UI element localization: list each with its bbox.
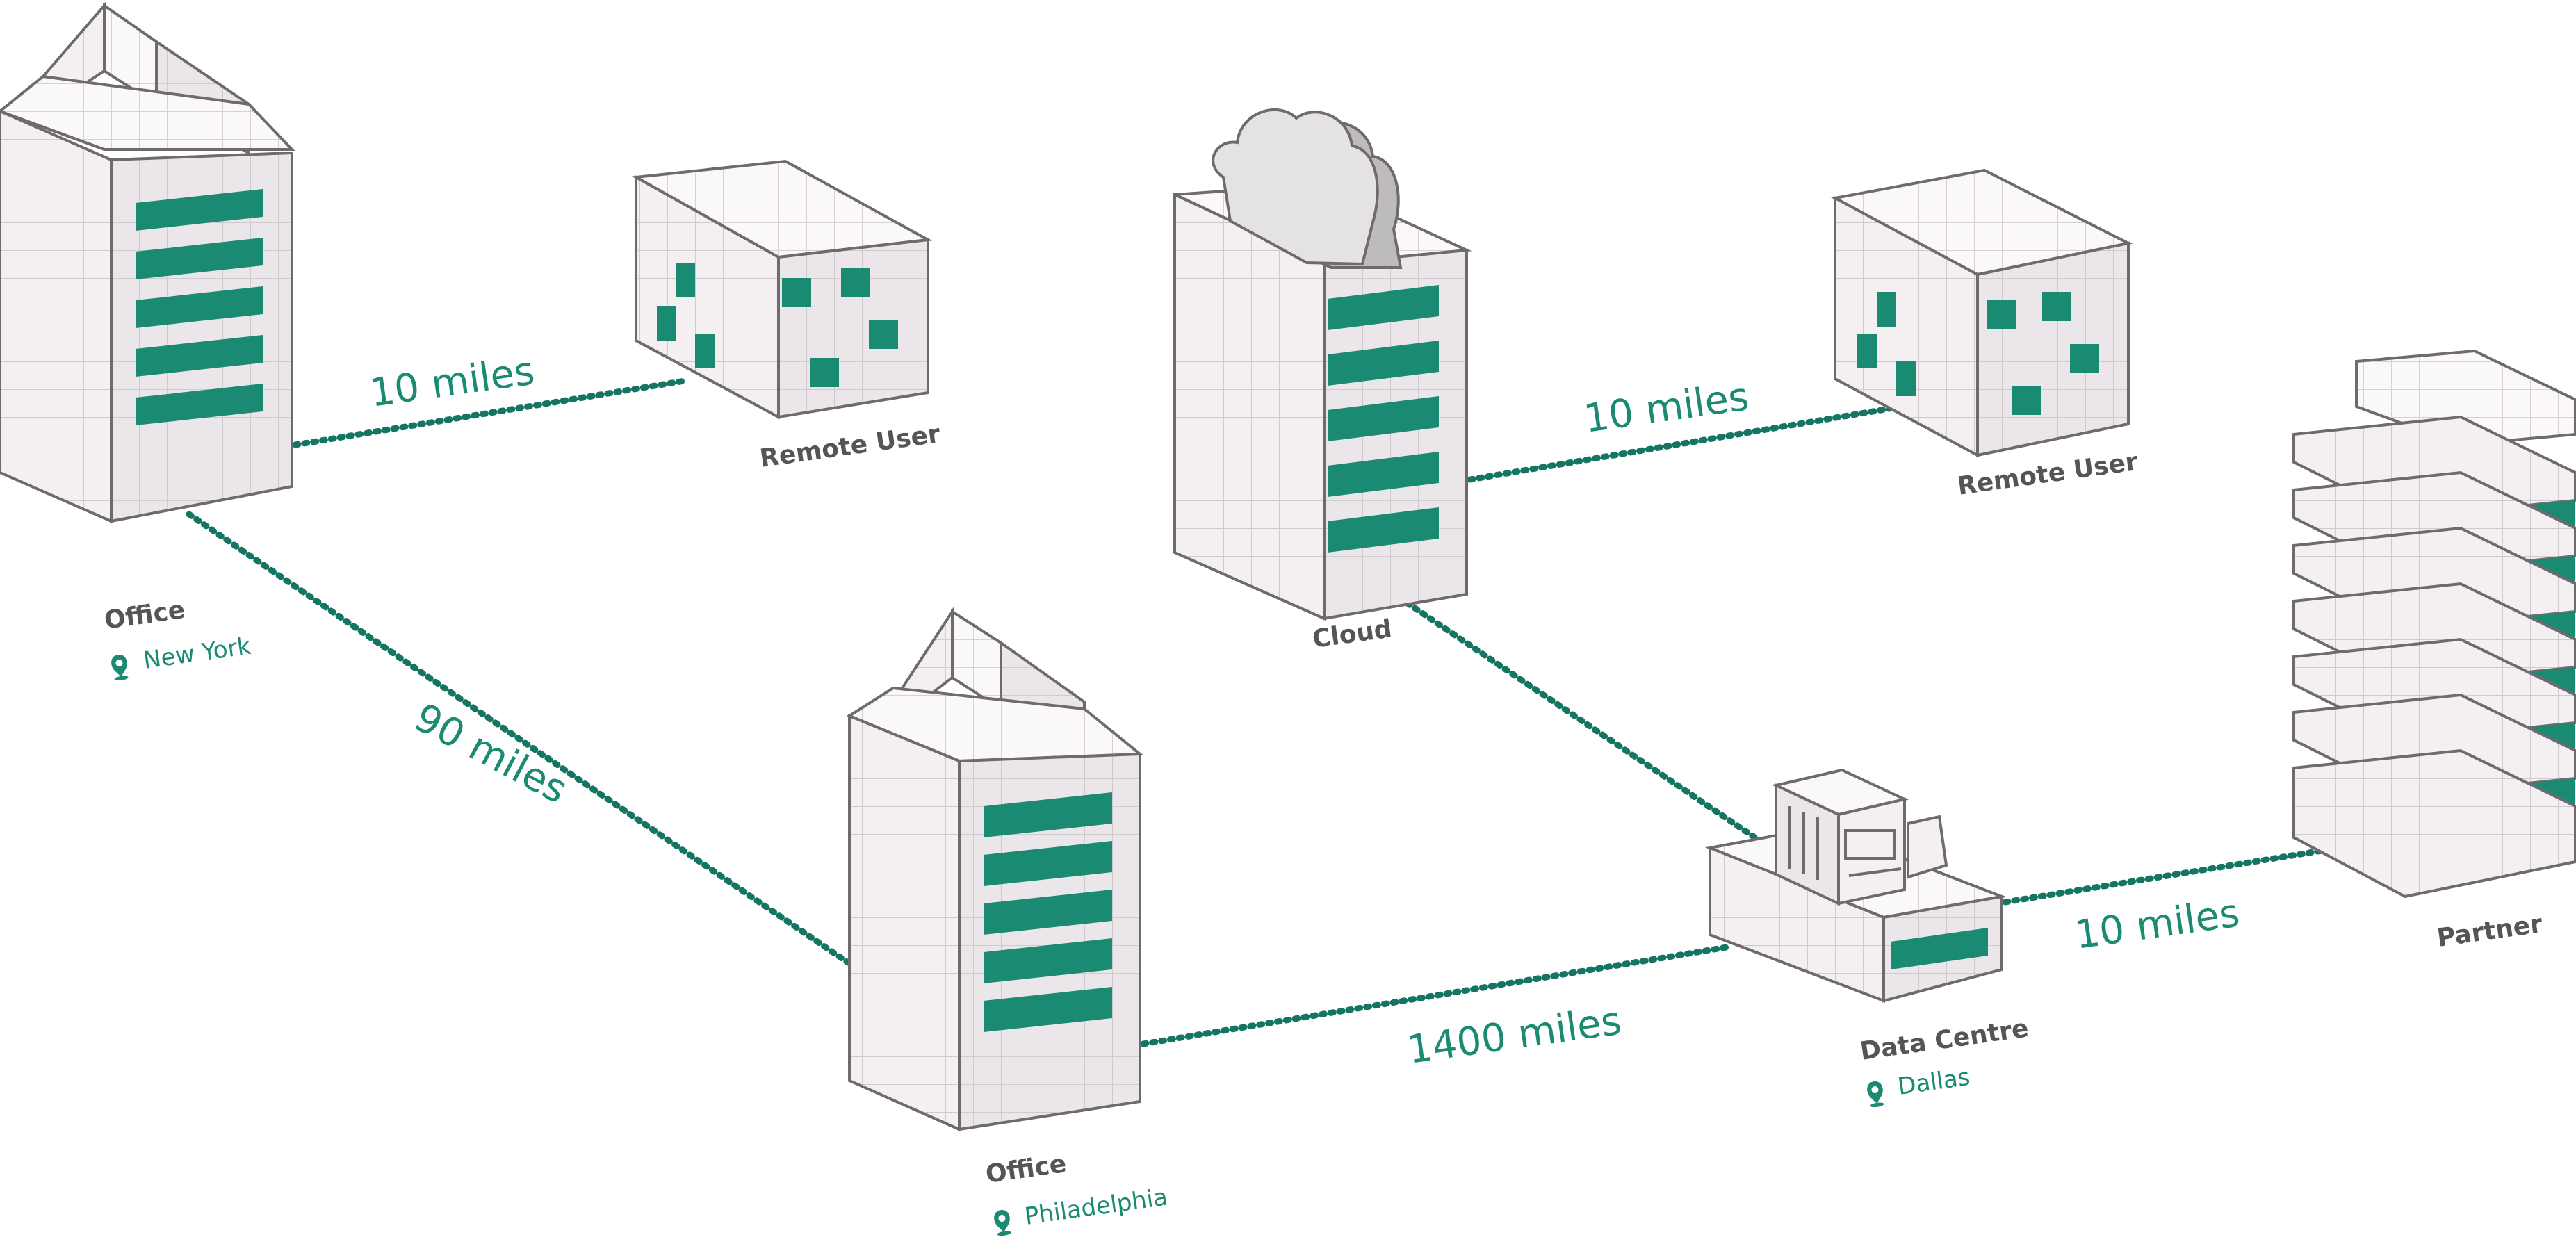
- office-ny-location: New York: [142, 632, 253, 675]
- distance-cloud-remote: 10 miles: [1581, 374, 1752, 442]
- building-windows: [1328, 285, 1439, 553]
- office-phl-title: Office: [984, 1149, 1068, 1189]
- office-philadelphia-building[interactable]: [846, 607, 1144, 1132]
- server-icon: [1771, 768, 1948, 906]
- line-cloud-dc: [1404, 600, 1766, 846]
- cloud-icon: [1212, 108, 1403, 269]
- distance-dc-partner: 10 miles: [2072, 890, 2242, 958]
- line-ny-phl: [186, 511, 851, 966]
- office-new-york-building[interactable]: [0, 1, 295, 524]
- map-pin-icon: [111, 655, 129, 681]
- partner-floor: [2292, 748, 2576, 899]
- remote-user-left-title: Remote User: [758, 420, 943, 473]
- remote-user-right-title: Remote User: [1956, 448, 2140, 501]
- map-pin-icon: [994, 1210, 1011, 1236]
- building-windows: [136, 189, 263, 425]
- data-centre-building[interactable]: [1704, 768, 2007, 1003]
- connection-lines: [186, 377, 2342, 1047]
- data-centre-location: Dallas: [1896, 1063, 1972, 1101]
- line-ny-remote: [292, 377, 688, 448]
- remote-user-left-cube[interactable]: [631, 159, 933, 420]
- map-pin-icon: [1867, 1081, 1884, 1108]
- cube-pixels: [1857, 292, 2099, 415]
- distance-phl-dc: 1400 miles: [1405, 998, 1624, 1072]
- cube-pixels: [657, 263, 898, 387]
- building-windows: [984, 792, 1112, 1032]
- distance-ny-phl: 90 miles: [407, 695, 574, 812]
- remote-user-right-cube[interactable]: [1831, 168, 2133, 458]
- cloud-building[interactable]: [1173, 108, 1472, 621]
- line-phl-dc: [1140, 943, 1734, 1047]
- line-dc-partner: [2002, 844, 2342, 906]
- line-cloud-remote: [1467, 405, 1893, 483]
- data-centre-title: Data Centre: [1859, 1014, 2030, 1066]
- office-ny-title: Office: [103, 596, 187, 635]
- partner-building[interactable]: [2292, 349, 2576, 899]
- distance-ny-remote: 10 miles: [367, 348, 537, 416]
- cloud-title: Cloud: [1311, 614, 1394, 654]
- office-phl-location: Philadelphia: [1023, 1183, 1170, 1230]
- partner-title: Partner: [2436, 910, 2545, 953]
